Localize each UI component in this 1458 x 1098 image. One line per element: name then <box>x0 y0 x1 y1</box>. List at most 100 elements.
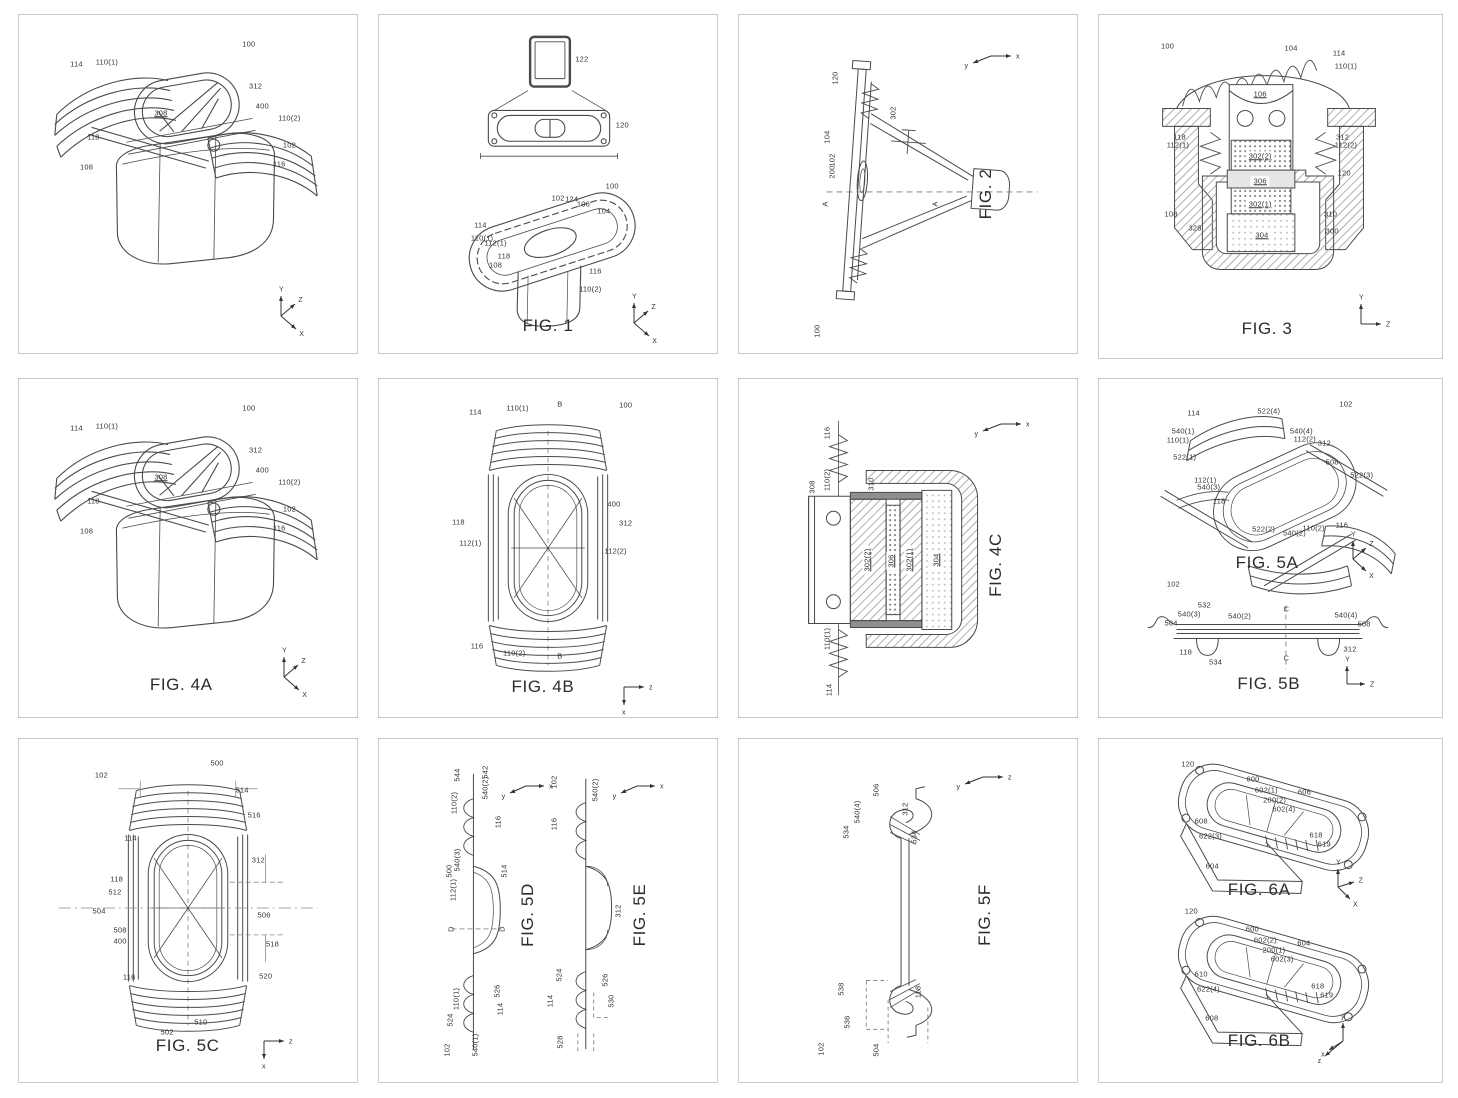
svg-text:y: y <box>957 784 961 791</box>
ref-numeral: 514 <box>499 864 509 878</box>
ref-numeral: 528 <box>555 1034 565 1049</box>
ref-numeral: 110(2) <box>503 648 526 658</box>
svg-text:Z: Z <box>298 297 303 304</box>
ref-numeral: 608 <box>1205 1012 1219 1022</box>
svg-text:Z: Z <box>301 658 306 665</box>
ref-numeral: 110(1) <box>470 233 494 243</box>
ref-numeral: 508 <box>1325 457 1339 467</box>
ref-numeral: 110(1) <box>95 57 119 67</box>
ref-numeral: 104 <box>822 130 832 144</box>
ref-numeral: 110(2) <box>579 284 602 294</box>
ref-numeral: 112(1) <box>459 538 482 548</box>
ref-numeral: 524 <box>444 1013 454 1027</box>
ref-numeral: 312 <box>1317 438 1331 448</box>
svg-text:Z: Z <box>1386 322 1391 329</box>
ref-numeral: 116 <box>822 426 832 440</box>
ref-numeral: 512 <box>108 887 122 897</box>
ref-numeral: 306 <box>886 550 896 571</box>
ref-numeral: 114 <box>545 994 555 1007</box>
ref-numeral: 110(2) <box>822 469 832 492</box>
ref-numeral: 310 <box>866 477 876 491</box>
ref-numeral: A <box>820 201 830 207</box>
ref-numeral: 520 <box>259 970 273 980</box>
ref-numeral: 112(1) <box>1194 475 1217 485</box>
ref-numeral: 112(1) <box>448 878 458 902</box>
ref-numeral: 400 <box>255 101 269 111</box>
ref-numeral: 622(3) <box>1199 831 1222 841</box>
ref-numeral: 116 <box>1335 520 1349 530</box>
ref-numeral: 618 <box>1309 830 1323 840</box>
fig-5d-caption: FIG. 5D <box>517 882 537 947</box>
ref-numeral: 112(2) <box>604 546 627 556</box>
ref-numeral: D <box>496 926 506 932</box>
svg-text:x: x <box>549 783 553 790</box>
ref-numeral: 110(2) <box>1302 522 1325 532</box>
ref-numeral: 114 <box>474 219 487 229</box>
ref-numeral: 120 <box>615 120 629 130</box>
svg-text:x: x <box>1016 54 1020 61</box>
ref-numeral: 526 <box>600 973 610 987</box>
ref-numeral: 610 <box>1194 969 1208 979</box>
ref-numeral: 124 <box>565 194 579 204</box>
ref-numeral: 100 <box>605 180 619 190</box>
ref-numeral: 118 <box>87 131 100 141</box>
ref-numeral: 114 <box>495 1002 505 1016</box>
ref-numeral: 114 <box>823 683 833 697</box>
axis-indicator: zx <box>261 1039 293 1071</box>
ref-numeral: 308 <box>154 108 168 118</box>
ref-numeral: 308 <box>806 480 816 494</box>
ref-numeral: 112(1) <box>1166 140 1190 150</box>
ref-numeral: 118 <box>87 495 100 505</box>
ref-numeral: 618 <box>1311 981 1325 991</box>
fig-4b-caption: FIG. 4B <box>511 676 575 696</box>
ref-numeral: 100 <box>811 324 821 338</box>
ref-numeral: 104 <box>597 206 611 216</box>
ref-numeral: 602(1) <box>1254 785 1278 795</box>
ref-numeral: 108 <box>489 260 503 270</box>
ref-numeral: 102 <box>816 1042 826 1056</box>
ref-numeral: 118 <box>1179 647 1193 657</box>
fig-4a-caption: FIG. 4A <box>149 674 213 694</box>
axis-indicator: xy <box>501 783 553 800</box>
ref-numeral: 522(3) <box>1350 469 1374 479</box>
ref-numeral: B <box>557 399 563 409</box>
ref-numeral: 118 <box>497 251 511 261</box>
ref-numeral: 534 <box>1209 657 1223 667</box>
fig-4c-caption: FIG. 4C <box>985 533 1005 597</box>
ref-numeral: 600 <box>1245 923 1259 933</box>
ref-numeral: 534 <box>841 825 851 839</box>
ref-numeral: 114 <box>469 407 482 417</box>
ref-numeral: 602(4) <box>1272 804 1296 814</box>
axis-indicator: xy <box>974 421 1030 438</box>
ref-numeral: 122 <box>575 54 589 64</box>
ref-numeral: 328 <box>1188 222 1202 232</box>
ref-numeral: 600 <box>1246 774 1260 784</box>
svg-text:X: X <box>652 338 657 345</box>
ref-numeral: 110(1) <box>1166 435 1190 445</box>
ref-numeral: 116 <box>272 158 286 168</box>
ref-numeral: 112(2) <box>1334 140 1358 150</box>
ref-numeral: 302(2) <box>1245 150 1275 161</box>
ref-numeral: 114 <box>1187 408 1200 418</box>
svg-text:Y: Y <box>279 287 284 294</box>
ref-numeral: 100 <box>242 38 256 48</box>
ref-numeral: 504 <box>92 905 106 915</box>
svg-text:y: y <box>964 63 968 70</box>
ref-numeral: B <box>557 651 563 661</box>
ref-numeral: 200(2) <box>1263 795 1287 805</box>
ref-numeral: 108 <box>1164 209 1178 219</box>
ref-numeral: 540(4) <box>1334 610 1358 620</box>
ref-numeral: 504 <box>870 1043 880 1057</box>
ref-numeral: 102 <box>551 192 565 202</box>
ref-numeral: 530 <box>605 994 615 1008</box>
axis-indicator: YZ <box>1345 656 1375 688</box>
svg-text:X: X <box>299 332 304 339</box>
ref-numeral: 510 <box>194 1017 208 1027</box>
ref-numeral: 544 <box>451 768 461 782</box>
